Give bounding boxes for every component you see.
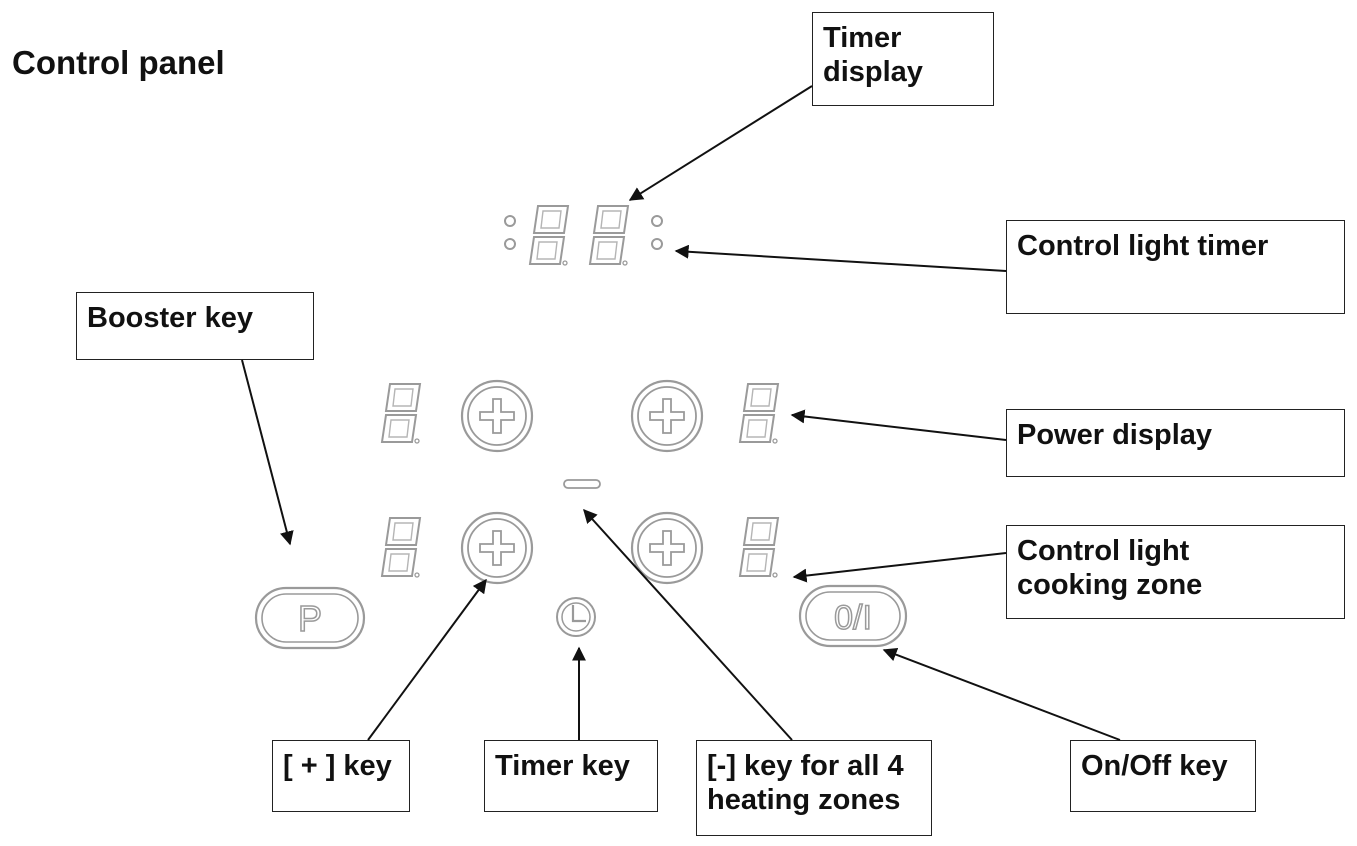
power-display-rear-right	[739, 517, 779, 578]
minus-key[interactable]	[563, 479, 601, 489]
label-timer-key: Timer key	[484, 740, 658, 812]
label-on-off-key: On/Off key	[1070, 740, 1256, 812]
arrow-control-light-cooking-zone	[792, 552, 1007, 583]
plus-key-rear-left[interactable]	[460, 511, 534, 585]
label-timer-display: Timer display	[812, 12, 994, 106]
label-control-light-cooking-zone: Control light cooking zone	[1006, 525, 1345, 619]
label-minus-key: [-] key for all 4 heating zones	[696, 740, 932, 836]
power-display-front-right	[739, 383, 779, 444]
arrow-power-display	[790, 409, 1007, 441]
timer-control-lights	[504, 215, 663, 250]
arrow-control-light-timer	[674, 244, 1007, 272]
plus-key-front-right[interactable]	[630, 379, 704, 453]
power-display-rear-left	[381, 517, 421, 578]
arrow-on-off-key	[882, 647, 1121, 741]
label-power-display: Power display	[1006, 409, 1345, 477]
booster-key-label: P	[298, 598, 322, 639]
plus-key-front-left[interactable]	[460, 379, 534, 453]
label-booster-key: Booster key	[76, 292, 314, 360]
timer-key[interactable]	[556, 597, 596, 637]
page-title: Control panel	[12, 44, 225, 81]
arrow-booster-key	[241, 359, 294, 546]
on-off-key[interactable]: 0/I	[798, 584, 908, 648]
on-off-key-label: 0/I	[834, 599, 872, 637]
booster-key[interactable]: P	[254, 586, 366, 650]
arrow-minus-key	[583, 508, 793, 741]
power-display-front-left	[381, 383, 421, 444]
label-control-light-timer: Control light timer	[1006, 220, 1345, 314]
arrow-plus-key	[367, 578, 487, 741]
label-plus-key: [ + ] key	[272, 740, 410, 812]
leader-lines	[241, 85, 1121, 741]
plus-key-rear-right[interactable]	[630, 511, 704, 585]
arrow-timer-display	[628, 85, 813, 201]
timer-display	[529, 205, 629, 266]
